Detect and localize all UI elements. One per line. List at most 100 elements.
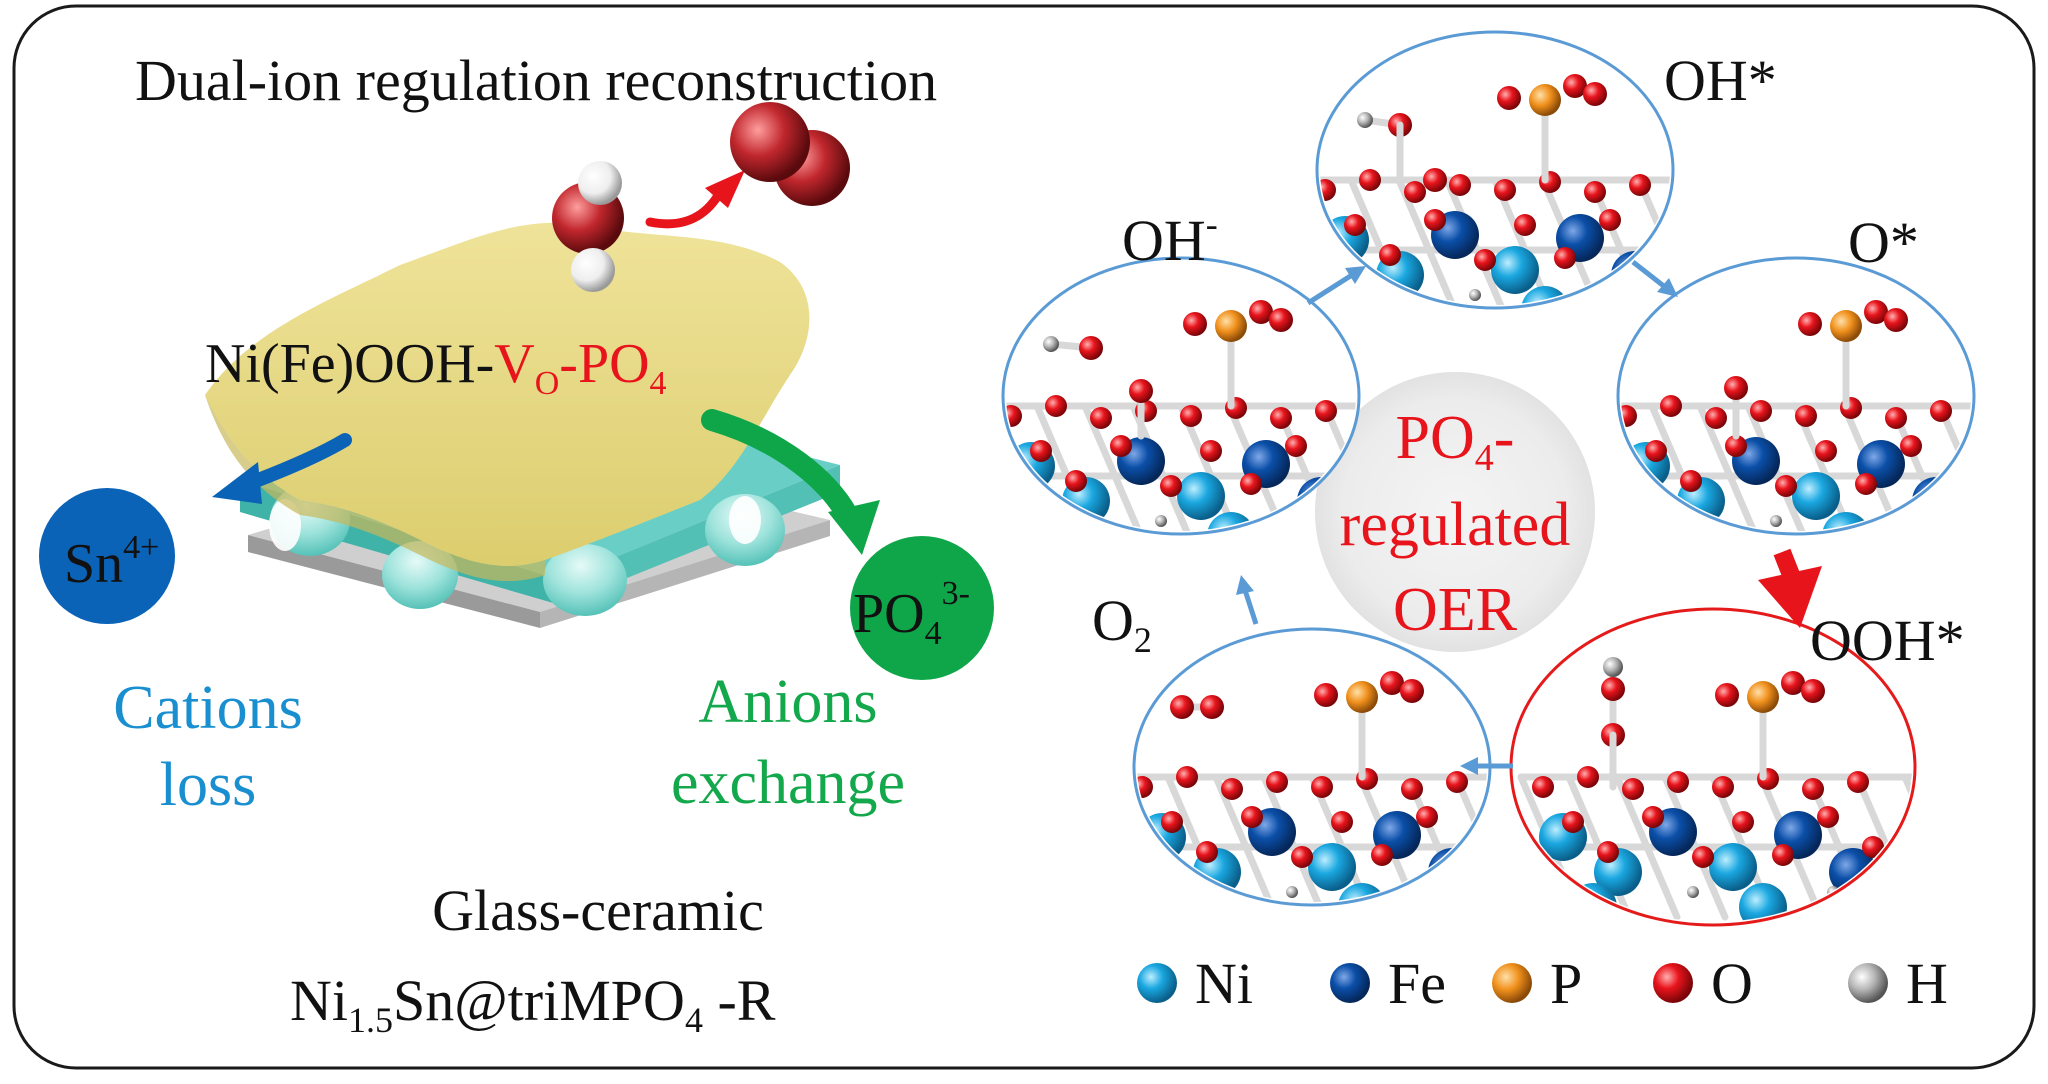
center-line1: PO4- <box>1396 404 1515 479</box>
oxygen-atom-icon <box>1221 778 1243 800</box>
po4-ion-badge <box>850 536 994 680</box>
state-ostar-panel <box>1616 256 1976 536</box>
oxygen-atom-icon <box>1045 395 1067 417</box>
oxygen-atom-icon <box>1183 312 1207 336</box>
oxygen-atom-icon <box>1331 811 1353 833</box>
state-o2-label: O2 <box>1092 588 1152 660</box>
oxygen-atom-icon <box>1379 244 1401 266</box>
oxygen-atom-icon <box>1622 778 1644 800</box>
oxygen-atom-icon <box>1772 844 1794 866</box>
oxygen-atom-icon <box>1249 300 1273 324</box>
oxygen-atom-icon <box>1725 435 1747 457</box>
cycle-arrowhead-4-icon <box>1460 757 1478 775</box>
metal-atom-icon <box>1491 246 1539 294</box>
oxygen-atom-icon <box>1864 300 1888 324</box>
state-o2-panel <box>1132 627 1492 907</box>
metal-atom-icon <box>1792 472 1840 520</box>
oxygen-atom-icon <box>1795 405 1817 427</box>
oxygen-atom-icon <box>1371 844 1393 866</box>
oxygen-atom-icon <box>1065 470 1087 492</box>
title: Dual-ion regulation reconstruction <box>135 48 937 113</box>
substrate-illustration <box>205 222 840 628</box>
legend-label-o: O <box>1711 951 1753 1016</box>
oxygen-atom-icon <box>1497 86 1521 110</box>
oxygen-atom-icon <box>1424 209 1446 231</box>
oxygen-atom-icon <box>1110 435 1132 457</box>
hydrogen-atom-icon <box>1687 886 1699 898</box>
legend-swatch-fe-icon <box>1330 963 1370 1003</box>
oxygen-atom-icon <box>1400 679 1424 703</box>
oxygen-atom-icon <box>1170 695 1194 719</box>
legend-label-h: H <box>1906 951 1948 1016</box>
cycle-arrow-2-icon <box>1631 260 1667 289</box>
legend-swatch-p-icon <box>1492 963 1532 1003</box>
oxygen-atom-icon <box>1660 395 1682 417</box>
layer-label: Ni(Fe)OOH-VO-PO4 <box>205 333 667 402</box>
anions-line1: Anions <box>698 668 877 736</box>
cations-line2: loss <box>160 751 256 819</box>
hydrogen-atom-icon <box>1469 289 1481 301</box>
oxygen-atom-icon <box>1161 811 1183 833</box>
oxygen-atom-icon <box>1532 776 1554 798</box>
oxygen-atom-icon <box>1884 308 1908 332</box>
oxygen-atom-icon <box>1724 376 1748 400</box>
oxygen-atom-icon <box>1416 806 1438 828</box>
state-ohstar-panel <box>1315 30 1675 310</box>
oxygen-atom-icon <box>1446 771 1468 793</box>
state-ohminus-label: OH- <box>1122 204 1218 273</box>
legend-swatch-ni-icon <box>1137 963 1177 1003</box>
oxygen-atom-icon <box>1601 677 1625 701</box>
cycle-arrowhead-2-icon <box>1657 278 1678 297</box>
sn-ion-label: Sn4+ <box>64 529 159 595</box>
po4-ion-label: PO43- <box>853 575 970 652</box>
oxygen-atom-icon <box>1667 771 1689 793</box>
legend-swatch-h-icon <box>1848 963 1888 1003</box>
cycle-arrowhead-3-icon <box>1758 566 1822 628</box>
oxygen-atom-icon <box>1196 841 1218 863</box>
oxygen-atom-icon <box>1642 806 1664 828</box>
oxygen-atom-icon <box>1629 174 1651 196</box>
oxygen-atom-icon <box>1855 473 1877 495</box>
hydrogen-atom-icon <box>1155 515 1167 527</box>
phosphorus-atom-icon <box>1346 681 1378 713</box>
oxygen-atom-icon <box>1449 174 1471 196</box>
phosphorus-atom-icon <box>1529 84 1561 116</box>
oxygen-atom-icon <box>1291 846 1313 868</box>
hydrogen-atom-icon <box>1357 112 1373 128</box>
cation-arrowhead-icon <box>212 462 262 504</box>
metal-atom-icon <box>1177 472 1225 520</box>
oxygen-atom-icon <box>1269 308 1293 332</box>
water-molecule-icon <box>552 161 624 292</box>
oxygen-atom-icon <box>1344 214 1366 236</box>
oxygen-atom-icon <box>1562 811 1584 833</box>
oxygen-atom-icon <box>1315 400 1337 422</box>
oxygen-atom-icon <box>1597 841 1619 863</box>
anions-line2: exchange <box>671 749 905 817</box>
oxygen-atom-icon <box>1815 440 1837 462</box>
phosphorus-atom-icon <box>1747 681 1779 713</box>
oxygen-atom-icon <box>1599 209 1621 231</box>
oxygen-atom-icon <box>1180 405 1202 427</box>
cycle-arrow-1-icon <box>1306 272 1354 306</box>
oxygen-atom-icon <box>1712 776 1734 798</box>
material-line2: Ni1.5Sn@triMPO4 -R <box>290 968 776 1040</box>
oxygen-atom-icon <box>1137 776 1153 798</box>
oxygen-atom-icon <box>1680 470 1702 492</box>
oxygen-atom-icon <box>1314 683 1338 707</box>
oxygen-atom-icon <box>1401 778 1423 800</box>
oxygen-atom-icon <box>1404 181 1426 203</box>
anion-arrowhead-icon <box>828 500 880 555</box>
hydrogen-atom-icon <box>1603 657 1623 677</box>
oxygen-atom-icon <box>1423 168 1447 192</box>
state-oohstar-panel <box>1509 607 1917 927</box>
oxygen-atom-icon <box>1160 475 1182 497</box>
anion-arrow-icon <box>701 409 861 531</box>
center-disc <box>1315 372 1595 652</box>
oxygen-atom-icon <box>1930 400 1952 422</box>
state-oohstar-label: OOH* <box>1810 608 1965 673</box>
oxygen-atom-icon <box>1817 806 1839 828</box>
oxygen-atom-icon <box>1285 435 1307 457</box>
legend-label-fe: Fe <box>1388 951 1446 1016</box>
oxygen-atom-icon <box>1715 683 1739 707</box>
